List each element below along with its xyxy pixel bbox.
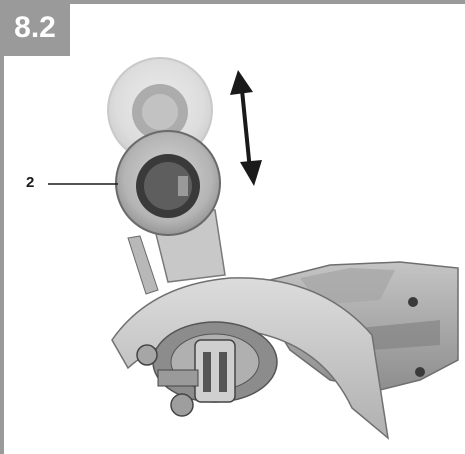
double-arrow-icon	[230, 70, 262, 186]
guard-ring	[115, 130, 221, 236]
callout-number-label: 2	[26, 174, 35, 191]
spindle	[136, 321, 278, 417]
step-number-badge: 8.2	[0, 0, 70, 56]
